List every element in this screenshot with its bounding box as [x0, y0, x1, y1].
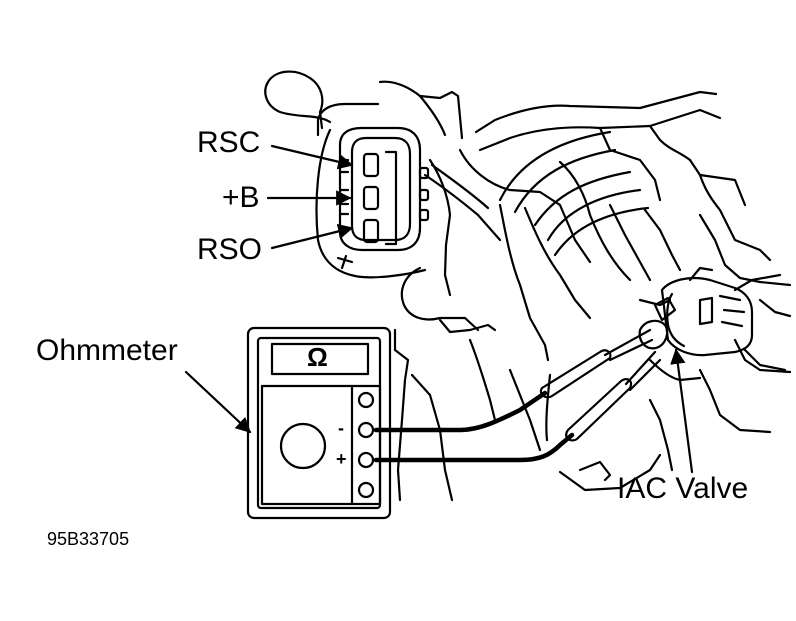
lead-minus-wire [373, 390, 548, 433]
label-plus-b: +B [222, 181, 260, 214]
label-rsc: RSC [197, 126, 261, 159]
harness-bundle [423, 130, 650, 257]
probe-plus [565, 378, 633, 442]
minus-mark: - [338, 418, 344, 438]
meter-dial [279, 422, 327, 470]
label-ohmmeter: Ohmmeter [36, 334, 178, 367]
test-leads [373, 328, 662, 463]
plus-mark: + [336, 449, 347, 469]
arrow-ohmmeter [184, 370, 252, 434]
jack-bottom [357, 481, 375, 499]
terminal-plus-b [362, 185, 380, 211]
label-rso: RSO [197, 233, 263, 266]
iac-connector [315, 102, 430, 279]
ohm-symbol: Ω [307, 342, 328, 372]
arrow-rso [270, 223, 354, 250]
jack-minus [357, 421, 375, 439]
terminal-rsc [362, 152, 380, 178]
jack-top [357, 391, 375, 409]
terminal-rso [362, 218, 380, 244]
label-iac-valve: IAC Valve [617, 472, 749, 505]
engine-background [264, 70, 792, 502]
jack-plus [357, 451, 375, 469]
iac-valve [638, 266, 787, 382]
lead-plus-wire [373, 432, 575, 463]
arrow-rsc [270, 144, 354, 170]
figure-code: 95B33705 [47, 529, 130, 549]
meter-display [270, 342, 370, 376]
arrow-iac-valve [670, 348, 694, 474]
probe-minus [539, 349, 612, 399]
